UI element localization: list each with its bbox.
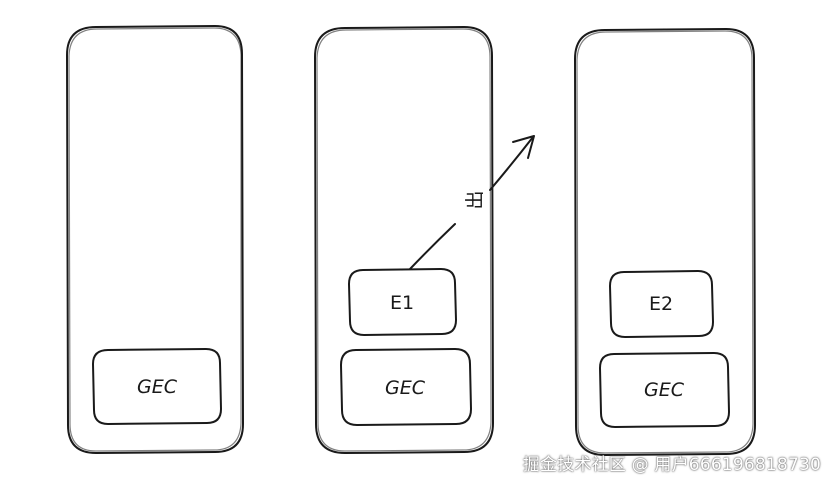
pop-arrow-lower-segment (409, 223, 456, 270)
stack-2-frame-e1: E1 (348, 268, 457, 336)
stack-3-outline-stroke2 (576, 30, 754, 454)
stack-2: E1 GEC 出 (314, 26, 535, 454)
stack-2-frame-gec: GEC (340, 348, 472, 426)
stack-1-frame-gec-label: GEC (137, 376, 178, 398)
stack-3-frame-e2-label: E2 (649, 293, 673, 315)
stack-1-outline-stroke2 (68, 27, 242, 452)
stack-3-frame-gec: GEC (599, 352, 730, 428)
stack-3-frame-e2: E2 (609, 270, 714, 338)
stack-1-frame-gec: GEC (92, 348, 222, 425)
pop-arrow-label: 出 (464, 190, 486, 209)
pop-arrow-head (512, 135, 535, 159)
stack-2-outline (314, 26, 494, 454)
stack-1: GEC (66, 25, 244, 454)
stack-3-outline (574, 28, 756, 456)
stack-3: E2 GEC (574, 28, 756, 456)
pop-arrow-upper-segment (489, 136, 534, 191)
watermark-text: 掘金技术社区 @ 用户666196818730 (522, 455, 821, 475)
pop-arrow: 出 (409, 135, 535, 270)
stack-1-outline (66, 25, 244, 454)
stack-2-frame-e1-label: E1 (390, 292, 414, 314)
stack-2-outline-stroke2 (316, 28, 492, 452)
stack-3-frame-gec-label: GEC (644, 379, 685, 401)
stack-2-frame-gec-label: GEC (385, 377, 426, 399)
